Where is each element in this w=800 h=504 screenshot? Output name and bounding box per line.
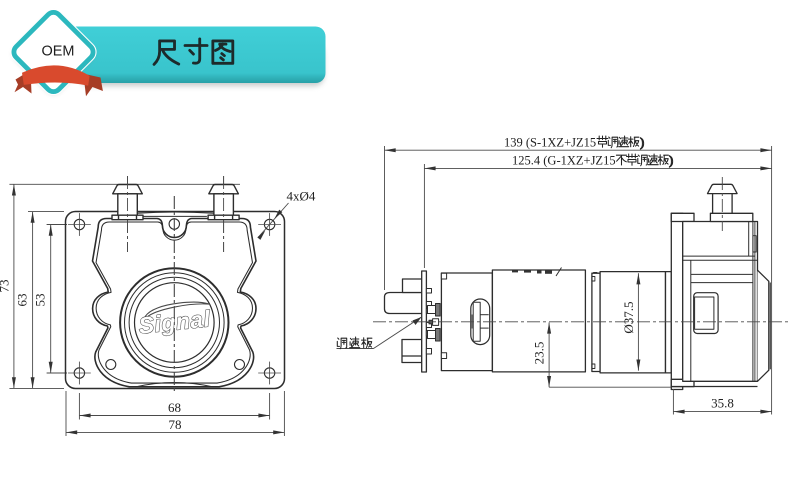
svg-text:23.5: 23.5	[532, 342, 547, 365]
svg-text:63: 63	[15, 294, 30, 307]
svg-text:4xØ4: 4xØ4	[287, 189, 316, 204]
svg-text:125.4 (G-1XZ+JZ15: 125.4 (G-1XZ+JZ15	[512, 154, 616, 168]
svg-text:): )	[640, 136, 644, 150]
svg-text:35.8: 35.8	[711, 396, 734, 411]
svg-text:139 (S-1XZ+JZ15: 139 (S-1XZ+JZ15	[504, 136, 596, 150]
svg-text:Ø37.5: Ø37.5	[621, 301, 636, 333]
svg-text:73: 73	[0, 280, 12, 293]
svg-text:78: 78	[169, 417, 182, 432]
svg-text:OEM: OEM	[41, 44, 74, 60]
svg-text:53: 53	[33, 294, 48, 307]
svg-text:68: 68	[168, 400, 181, 415]
svg-text:): )	[669, 154, 673, 168]
